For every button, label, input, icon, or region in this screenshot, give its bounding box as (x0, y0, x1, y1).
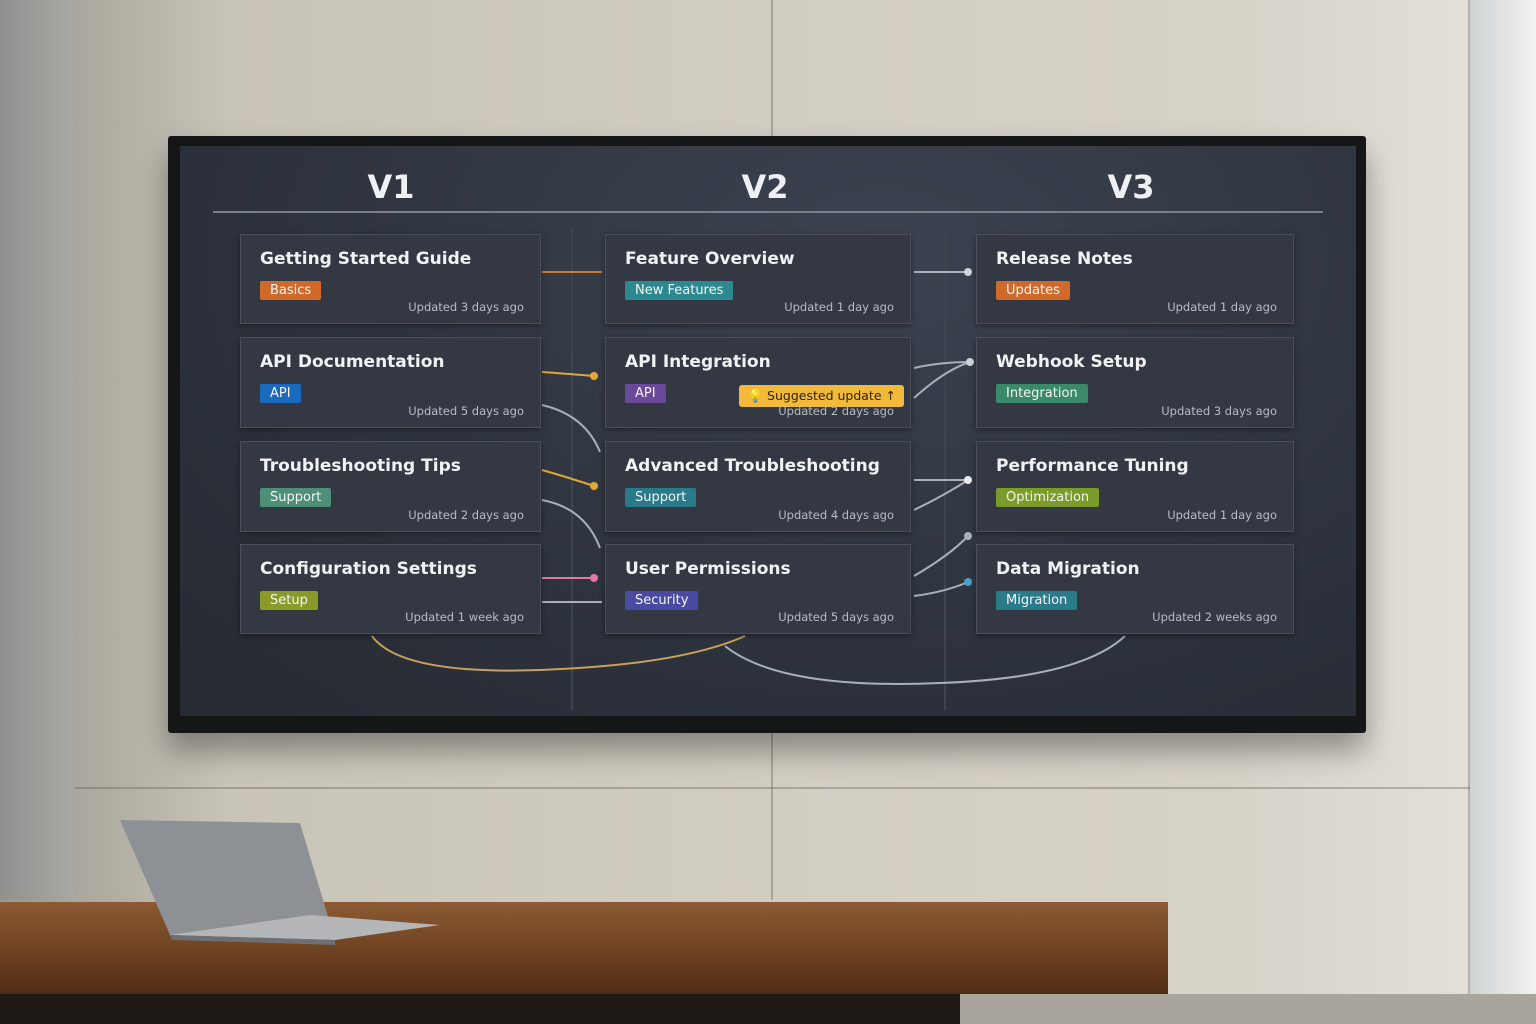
card-tag[interactable]: API (260, 384, 301, 403)
connector (913, 581, 969, 597)
card-updated: Updated 3 days ago (408, 300, 524, 314)
card[interactable]: Release Notes Updates Updated 1 day ago (976, 234, 1294, 324)
connector (541, 499, 601, 549)
card-updated: Updated 5 days ago (408, 404, 524, 418)
connector-dot (964, 578, 972, 586)
card-tag[interactable]: Basics (260, 281, 322, 300)
card-updated: Updated 1 week ago (405, 610, 524, 624)
card-updated: Updated 2 days ago (408, 508, 524, 522)
card-title: Data Migration (996, 559, 1140, 579)
card-updated: Updated 5 days ago (778, 610, 894, 624)
card-title: API Integration (625, 352, 771, 372)
suggestion-label: Suggested update (767, 388, 882, 403)
card-title: Performance Tuning (996, 456, 1189, 476)
card[interactable]: Troubleshooting Tips Support Updated 2 d… (240, 441, 541, 532)
connector (913, 479, 969, 511)
card-updated: Updated 1 day ago (1167, 300, 1277, 314)
glass-partition (0, 0, 75, 900)
connector-dot (590, 574, 598, 582)
suggested-update-badge[interactable]: 💡 Suggested update ↑ (739, 385, 904, 407)
connector (913, 361, 971, 369)
card-tag[interactable]: Security (625, 591, 699, 610)
column-divider (944, 228, 946, 710)
card-updated: Updated 2 days ago (778, 404, 894, 418)
card[interactable]: Configuration Settings Setup Updated 1 w… (240, 544, 541, 634)
header-divider (213, 211, 1323, 213)
card-updated: Updated 1 day ago (1167, 508, 1277, 522)
connector (541, 469, 595, 487)
card-title: Release Notes (996, 249, 1133, 269)
connector (541, 371, 595, 377)
card-updated: Updated 1 day ago (784, 300, 894, 314)
card-title: User Permissions (625, 559, 791, 579)
card-updated: Updated 4 days ago (778, 508, 894, 522)
card[interactable]: Webhook Setup Integration Updated 3 days… (976, 337, 1294, 428)
card[interactable]: User Permissions Security Updated 5 days… (605, 544, 911, 634)
wall-seam (1468, 0, 1470, 1024)
card-tag[interactable]: API (625, 384, 666, 403)
card-title: Troubleshooting Tips (260, 456, 461, 476)
card-tag[interactable]: Setup (260, 591, 318, 610)
card-updated: Updated 3 days ago (1161, 404, 1277, 418)
column-title-v2: V2 (741, 168, 789, 206)
card-tag[interactable]: Updates (996, 281, 1070, 300)
connector-dot (590, 482, 598, 490)
card[interactable]: Getting Started Guide Basics Updated 3 d… (240, 234, 541, 324)
laptop-icon (120, 820, 440, 945)
connector (913, 361, 971, 399)
connector (724, 635, 1126, 685)
connector-dot (966, 358, 974, 366)
floor (960, 994, 1536, 1024)
connector (541, 404, 601, 453)
card-title: Configuration Settings (260, 559, 477, 579)
card-title: Advanced Troubleshooting (625, 456, 880, 476)
card[interactable]: API Integration API 💡 Suggested update ↑… (605, 337, 911, 428)
arrow-up-icon: ↑ (885, 388, 896, 403)
connector-dot (590, 372, 598, 380)
card[interactable]: Data Migration Migration Updated 2 weeks… (976, 544, 1294, 634)
card[interactable]: Feature Overview New Features Updated 1 … (605, 234, 911, 324)
lightbulb-icon: 💡 (747, 388, 764, 403)
connector (913, 535, 969, 577)
card[interactable]: Performance Tuning Optimization Updated … (976, 441, 1294, 532)
connector-dot (964, 476, 972, 484)
column-title-v3: V3 (1107, 168, 1155, 206)
card-tag[interactable]: Integration (996, 384, 1088, 403)
card-title: Webhook Setup (996, 352, 1147, 372)
column-title-v1: V1 (367, 168, 415, 206)
connector-dot (964, 268, 972, 276)
card-tag[interactable]: Migration (996, 591, 1078, 610)
wall-seam (75, 787, 1470, 789)
column-divider (571, 228, 573, 710)
card-tag[interactable]: New Features (625, 281, 734, 300)
desk-shadow (0, 994, 960, 1024)
connector (371, 635, 746, 672)
card-tag[interactable]: Support (260, 488, 332, 507)
window (1470, 0, 1536, 1024)
card-tag[interactable]: Optimization (996, 488, 1100, 507)
card-title: API Documentation (260, 352, 445, 372)
card-updated: Updated 2 weeks ago (1152, 610, 1277, 624)
card-title: Feature Overview (625, 249, 795, 269)
card-tag[interactable]: Support (625, 488, 697, 507)
card[interactable]: API Documentation API Updated 5 days ago (240, 337, 541, 428)
card-title: Getting Started Guide (260, 249, 472, 269)
card[interactable]: Advanced Troubleshooting Support Updated… (605, 441, 911, 532)
connector-dot (964, 532, 972, 540)
